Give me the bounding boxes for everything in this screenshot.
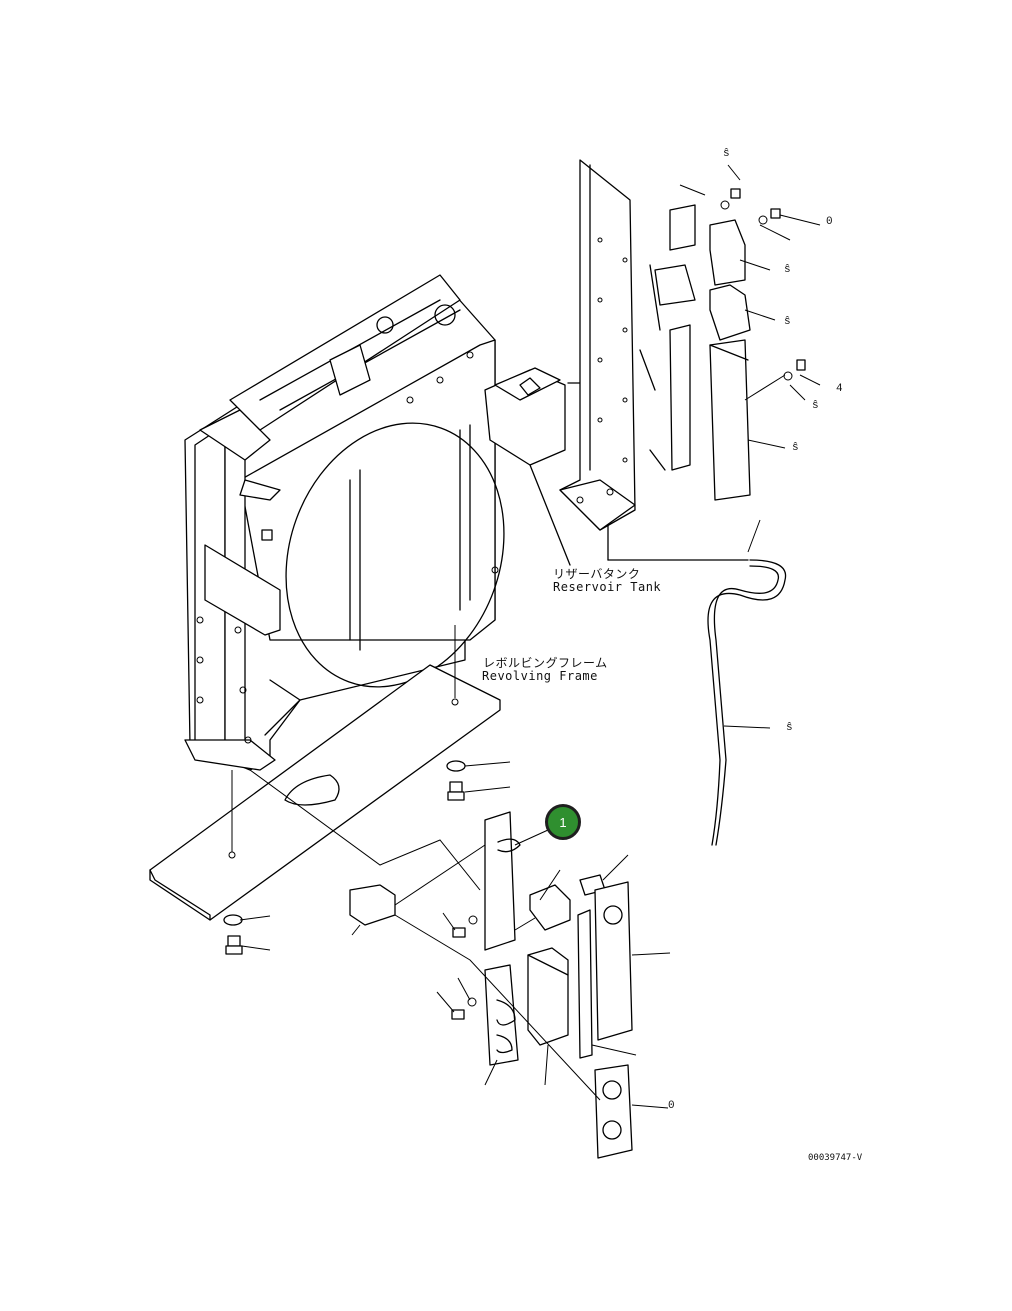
revolving-frame-label-jp: レボルビングフレーム xyxy=(483,656,608,670)
callout-mark: 0 xyxy=(826,216,833,228)
callout-mark: ŝ xyxy=(784,316,791,328)
callout-mark: ŝ xyxy=(792,442,799,454)
upper-right-parts xyxy=(639,164,821,501)
callout-mark: 0 xyxy=(668,1100,675,1112)
lower-parts xyxy=(223,760,671,1159)
upper-bracket xyxy=(559,159,636,531)
reservoir-tank-label-en: Reservoir Tank xyxy=(553,580,662,594)
reservoir-tank-label-jp: リザーバタンク xyxy=(553,567,641,581)
callout-mark: ŝ xyxy=(786,722,793,734)
hotspot-marker[interactable]: 1 xyxy=(545,804,581,840)
hotspot-marker-number: 1 xyxy=(559,814,567,830)
callout-mark: ŝ xyxy=(812,400,819,412)
callout-mark: ŝ xyxy=(723,148,730,160)
callout-mark: ŝ xyxy=(784,264,791,276)
radiator-assembly xyxy=(184,274,505,771)
revolving-frame-label-en: Revolving Frame xyxy=(482,669,598,683)
callout-mark: 4 xyxy=(836,383,843,395)
revolving-frame-plate xyxy=(149,625,501,921)
drawing-code: 00039747-V xyxy=(808,1153,863,1163)
reservoir-tank xyxy=(484,367,749,566)
hose xyxy=(707,519,787,846)
